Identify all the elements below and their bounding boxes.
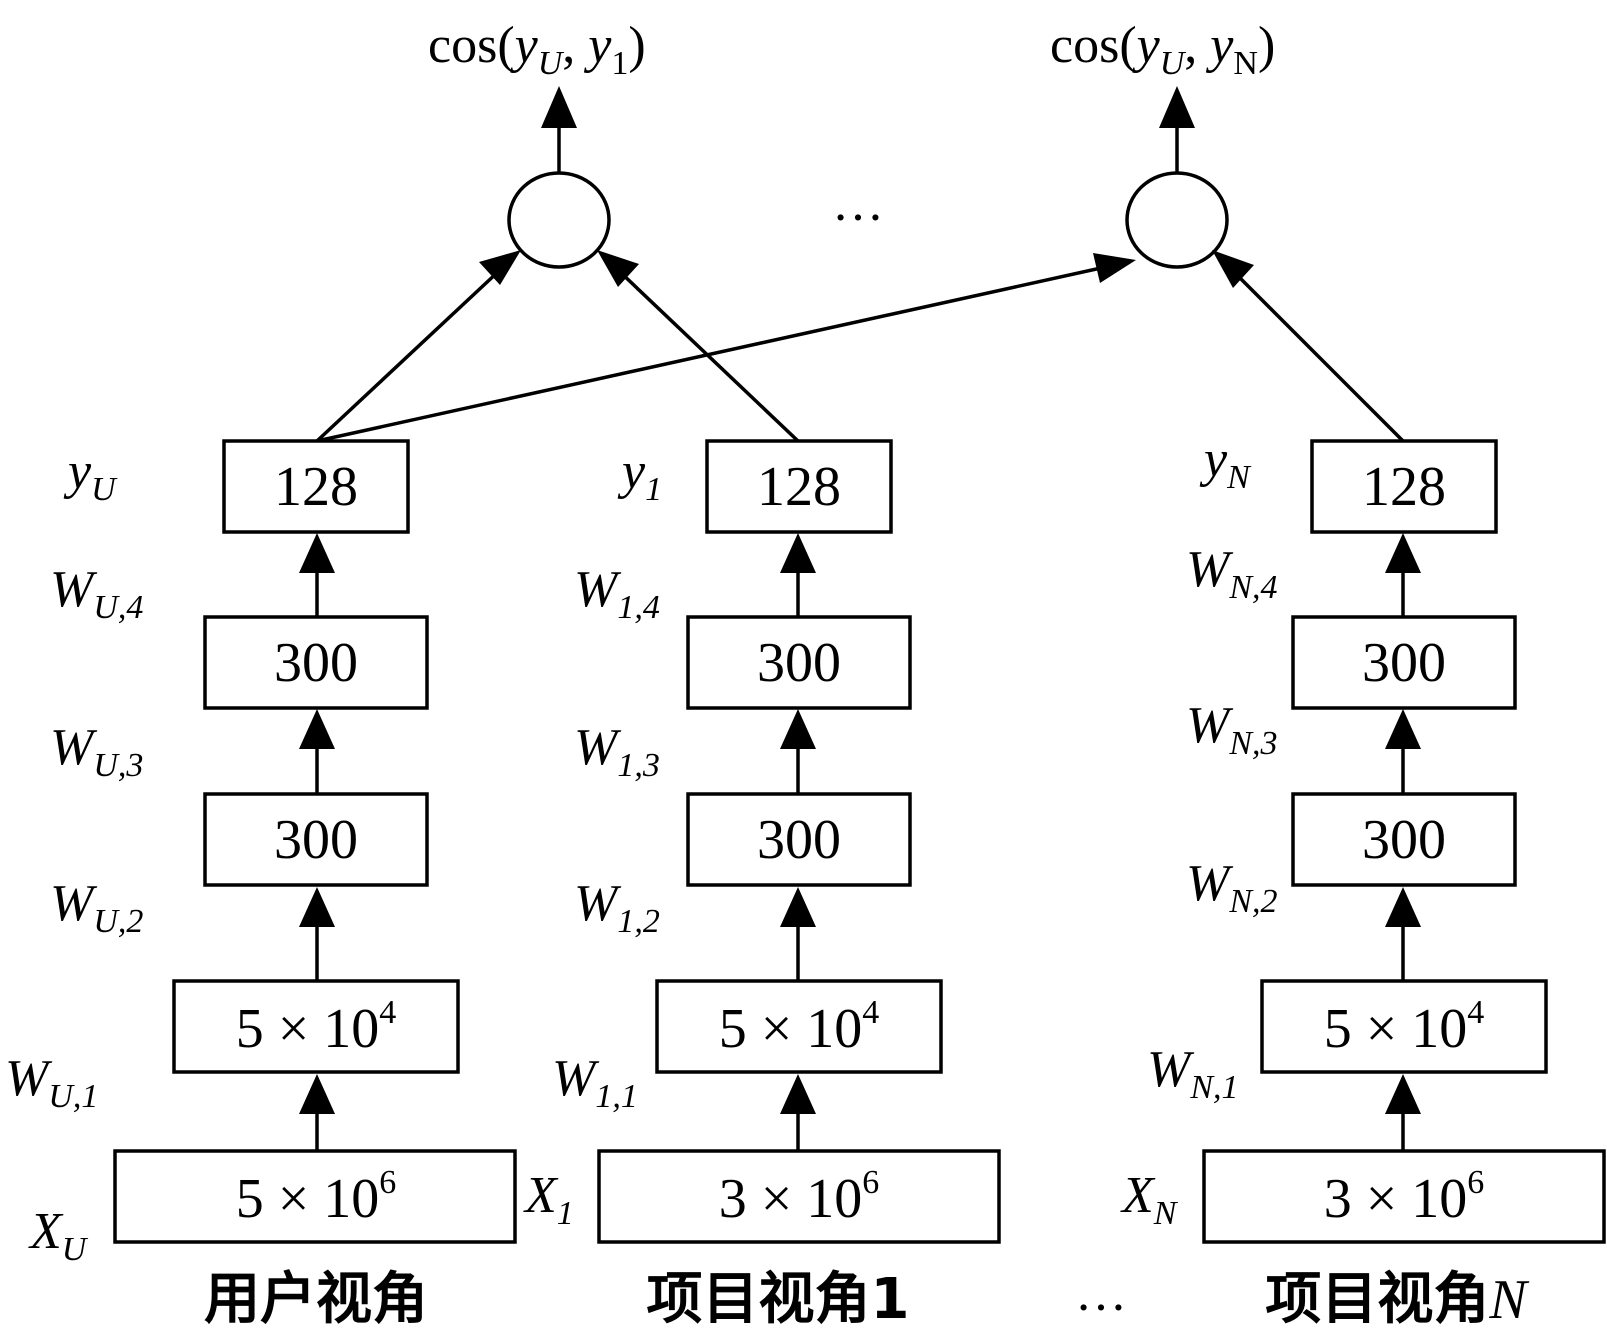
layer-box-hidden-2 xyxy=(1291,792,1517,887)
input-label: X1 xyxy=(523,1167,574,1232)
weight-label-2: W1,2 xyxy=(574,875,660,940)
similarity-node-left xyxy=(507,171,611,269)
layer-box-hidden-1 xyxy=(655,979,943,1074)
weight-label-1: W1,1 xyxy=(552,1050,638,1115)
layer-box-hidden-3 xyxy=(1291,615,1517,710)
weight-label-4: WN,4 xyxy=(1186,541,1278,606)
weight-label-4: W1,4 xyxy=(574,561,660,626)
arrow-n-1-2 xyxy=(1385,887,1421,980)
layer-size-hidden-3: 300 xyxy=(757,632,841,694)
weight-label-3: WN,3 xyxy=(1186,697,1278,762)
arrow-n-0-1 xyxy=(1385,1074,1421,1150)
layer-size-hidden-2: 300 xyxy=(274,809,358,871)
output-label: y1 xyxy=(617,443,662,508)
output-label: yU xyxy=(63,443,118,508)
layer-size-hidden-2: 300 xyxy=(1362,809,1446,871)
layer-box-output xyxy=(705,439,893,534)
arrow-1-3-4 xyxy=(780,533,816,616)
arrow-1-1-2 xyxy=(780,887,816,980)
arrow-yU-to-left-node xyxy=(315,250,521,443)
arrow-u-3-4 xyxy=(299,533,335,616)
input-label: XN xyxy=(1120,1167,1179,1232)
arrow-n-2-3 xyxy=(1385,709,1421,793)
cos-label-right: cos(yU, yN) xyxy=(1050,17,1275,82)
layer-size-hidden-1: 5 × 104 xyxy=(719,994,880,1060)
similarity-node-right xyxy=(1125,171,1229,269)
arrow-u-2-3 xyxy=(299,709,335,793)
ellipsis-top: … xyxy=(832,175,884,232)
arrow-cos-right xyxy=(1159,86,1195,172)
arrow-yN-to-right-node xyxy=(1212,250,1405,443)
layer-size-hidden-3: 300 xyxy=(1362,632,1446,694)
layer-box-hidden-1 xyxy=(1260,979,1548,1074)
layer-size-input: 3 × 106 xyxy=(1324,1164,1485,1230)
layer-box-hidden-1 xyxy=(172,979,460,1074)
layer-box-hidden-2 xyxy=(203,792,429,887)
layer-box-output xyxy=(1310,439,1498,534)
caption-item-view-n: 项目视角N xyxy=(1265,1267,1529,1332)
column-user-view: 128 300 300 5 × 104 5 × 106 yU WU,4 WU,3… xyxy=(5,439,517,1332)
layer-box-hidden-3 xyxy=(203,615,429,710)
column-item-view-n: 128 300 300 5 × 104 3 × 106 yN WN,4 WN,3… xyxy=(1120,431,1606,1332)
layer-box-input xyxy=(597,1149,1001,1244)
ellipsis-bottom: … xyxy=(1075,1265,1127,1322)
layer-size-hidden-2: 300 xyxy=(757,809,841,871)
layer-size-input: 5 × 106 xyxy=(236,1164,397,1230)
layer-size-hidden-3: 300 xyxy=(274,632,358,694)
arrow-u-1-2 xyxy=(299,887,335,980)
layer-size-output: 128 xyxy=(757,456,841,518)
weight-label-3: WU,3 xyxy=(50,719,143,784)
arrow-u-0-1 xyxy=(299,1074,335,1150)
input-label: XU xyxy=(28,1203,89,1268)
layer-box-hidden-3 xyxy=(686,615,912,710)
arrow-n-3-4 xyxy=(1385,533,1421,616)
arrow-y1-to-left-node xyxy=(597,250,800,443)
layer-box-input xyxy=(113,1149,517,1244)
cos-label-left: cos(yU, y1) xyxy=(428,17,646,82)
layer-size-output: 128 xyxy=(1362,456,1446,518)
layer-size-hidden-1: 5 × 104 xyxy=(1324,994,1485,1060)
weight-label-1: WU,1 xyxy=(5,1050,98,1115)
arrow-1-0-1 xyxy=(780,1074,816,1150)
caption-item-view-1: 项目视角1 xyxy=(647,1267,910,1332)
caption-user-view: 用户视角 xyxy=(204,1267,428,1332)
weight-label-2: WU,2 xyxy=(50,875,143,940)
column-item-view-1: 128 300 300 5 × 104 3 × 106 y1 W1,4 W1,3… xyxy=(523,439,1001,1332)
arrow-yU-to-right-node xyxy=(316,253,1136,443)
weight-label-3: W1,3 xyxy=(574,719,660,784)
layer-box-hidden-2 xyxy=(686,792,912,887)
weight-label-4: WU,4 xyxy=(50,561,143,626)
weight-label-2: WN,2 xyxy=(1186,855,1278,920)
output-label: yN xyxy=(1199,431,1252,496)
layer-size-output: 128 xyxy=(274,456,358,518)
layer-size-input: 3 × 106 xyxy=(719,1164,880,1230)
weight-label-1: WN,1 xyxy=(1147,1041,1239,1106)
arrow-cos-left xyxy=(541,86,577,172)
layer-box-input xyxy=(1202,1149,1606,1244)
layer-box-output xyxy=(222,439,410,534)
arrow-1-2-3 xyxy=(780,709,816,793)
layer-size-hidden-1: 5 × 104 xyxy=(236,994,397,1060)
